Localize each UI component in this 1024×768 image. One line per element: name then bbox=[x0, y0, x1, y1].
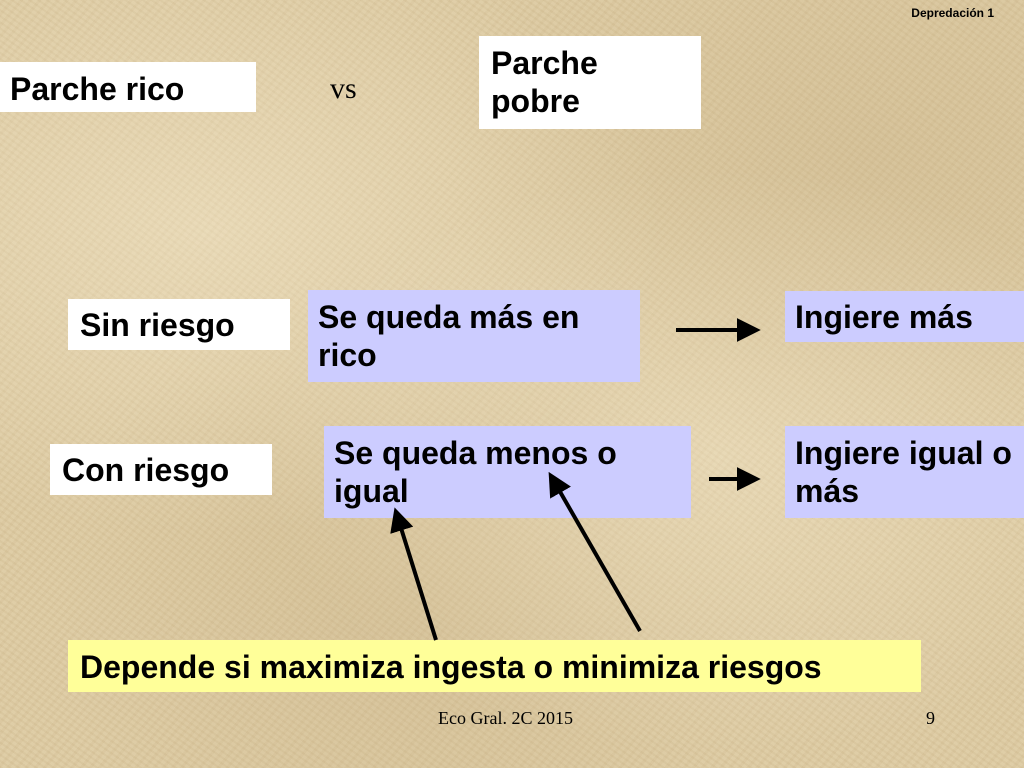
result-no-risk: Ingiere más bbox=[785, 291, 1024, 342]
rich-patch-text: Parche rico bbox=[10, 71, 185, 107]
poor-patch-label: Parche pobre bbox=[479, 36, 701, 129]
behavior-risk: Se queda menos o igual bbox=[324, 426, 691, 518]
behavior-risk-text: Se queda menos o igual bbox=[334, 435, 617, 509]
slide-header-label: Depredación 1 bbox=[911, 6, 994, 20]
arrow-conclusion-to-behavior-right bbox=[548, 471, 642, 632]
poor-patch-text: Parche pobre bbox=[491, 45, 598, 119]
conclusion-text: Depende si maximiza ingesta o minimiza r… bbox=[80, 649, 822, 685]
condition-risk: Con riesgo bbox=[50, 444, 272, 495]
condition-risk-text: Con riesgo bbox=[62, 452, 230, 488]
result-no-risk-text: Ingiere más bbox=[795, 299, 973, 335]
condition-no-risk-text: Sin riesgo bbox=[80, 307, 235, 343]
rich-patch-label: Parche rico bbox=[0, 62, 256, 112]
footer-course: Eco Gral. 2C 2015 bbox=[438, 708, 573, 728]
versus-label: vs bbox=[330, 72, 357, 105]
arrow-conclusion-to-behavior-left bbox=[390, 507, 438, 641]
result-risk: Ingiere igual o más bbox=[785, 426, 1024, 518]
behavior-no-risk: Se queda más en rico bbox=[308, 290, 640, 382]
behavior-no-risk-text: Se queda más en rico bbox=[318, 299, 580, 373]
footer-page-number: 9 bbox=[926, 708, 935, 728]
condition-no-risk: Sin riesgo bbox=[68, 299, 290, 350]
result-risk-text: Ingiere igual o más bbox=[795, 435, 1012, 509]
conclusion-box: Depende si maximiza ingesta o minimiza r… bbox=[68, 640, 921, 692]
